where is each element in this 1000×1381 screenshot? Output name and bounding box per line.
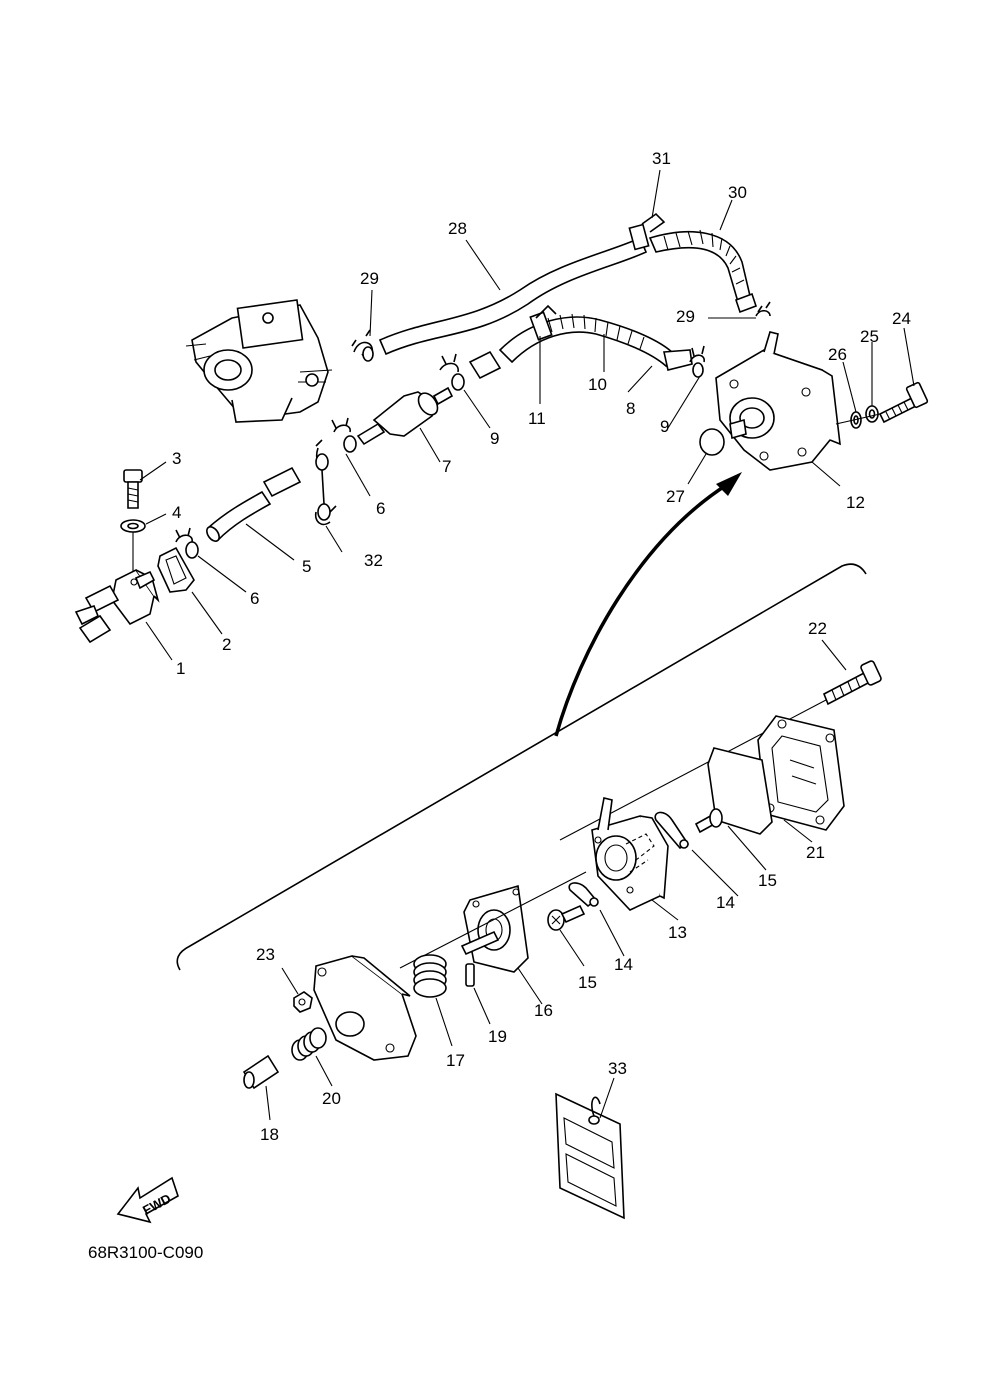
clip-29-left	[351, 329, 374, 362]
callout-26: 26	[828, 345, 847, 364]
callout-29-left: 29	[360, 269, 379, 288]
clip-9-left	[439, 353, 465, 391]
hose-28	[378, 236, 648, 356]
callout-3: 3	[172, 449, 181, 468]
callout-18: 18	[260, 1125, 279, 1144]
callout-1: 1	[176, 659, 185, 678]
callout-13: 13	[668, 923, 687, 942]
clip-32	[314, 439, 337, 526]
callout-11: 11	[528, 409, 546, 428]
hose-10	[468, 313, 693, 380]
washer-4	[120, 519, 146, 533]
valve-14-upper	[654, 811, 690, 849]
callout-23: 23	[256, 945, 275, 964]
gasket-2	[157, 546, 195, 593]
clip-6-upper	[331, 417, 357, 453]
callout-12: 12	[846, 493, 865, 512]
diaphragm-16	[460, 884, 529, 973]
callout-30: 30	[728, 183, 747, 202]
label-card-33	[555, 1092, 625, 1220]
callout-6-upper: 6	[376, 499, 385, 518]
detail-arrow	[554, 472, 742, 737]
callout-15-lower: 15	[578, 973, 597, 992]
clip-29-right	[755, 301, 771, 317]
callout-24: 24	[892, 309, 911, 328]
washer-25	[865, 405, 879, 423]
callout-2: 2	[222, 635, 231, 654]
nut-23	[293, 991, 313, 1013]
diaphragm-plate	[707, 747, 773, 835]
callout-25: 25	[860, 327, 879, 346]
callout-6-lower: 6	[250, 589, 259, 608]
pump-body-13	[591, 797, 669, 911]
callout-15-upper: 15	[758, 871, 777, 890]
hose-30	[648, 229, 758, 314]
callout-21: 21	[806, 843, 825, 862]
callout-31: 31	[652, 149, 671, 168]
bolt-24	[878, 381, 929, 424]
callout-16: 16	[534, 1001, 553, 1020]
callout-9-right: 9	[660, 417, 669, 436]
callout-33: 33	[608, 1059, 627, 1078]
callout-14-lower: 14	[614, 955, 633, 974]
callout-9-left: 9	[490, 429, 499, 448]
hose-5	[206, 466, 302, 542]
pin-19	[465, 963, 475, 987]
callout-17: 17	[446, 1051, 465, 1070]
spring-20	[291, 1027, 327, 1061]
callout-4: 4	[172, 503, 181, 522]
fuel-pump-12	[715, 331, 841, 471]
cover-21	[757, 715, 845, 831]
diagram-code: 68R3100-C090	[88, 1243, 203, 1262]
clip-31	[628, 212, 666, 251]
callout-22: 22	[808, 619, 827, 638]
callout-19: 19	[488, 1027, 507, 1046]
pump-lower-body	[313, 955, 417, 1061]
callout-5: 5	[302, 557, 311, 576]
callout-20: 20	[322, 1089, 341, 1108]
callout-8: 8	[626, 399, 635, 418]
fwd-arrow-icon	[116, 1176, 179, 1224]
callout-27: 27	[666, 487, 685, 506]
screw-15-upper	[694, 808, 723, 834]
clip-11	[529, 304, 557, 341]
screw-3	[123, 469, 143, 509]
callout-labels: 1 2 3 4 5 6 6 7 8 9 9 10 11 12 13 14 14 …	[172, 149, 911, 1144]
divider-line	[176, 563, 867, 971]
callout-7: 7	[442, 457, 451, 476]
callout-14-upper: 14	[716, 893, 735, 912]
clip-9-right	[689, 345, 705, 378]
carburetor-drawing	[185, 299, 333, 423]
o-ring-27	[699, 428, 725, 456]
leader-lines	[139, 169, 915, 1121]
valve-14-lower	[568, 882, 599, 908]
plunger-18	[242, 1054, 280, 1090]
callout-10: 10	[588, 375, 607, 394]
clip-6-lower	[175, 527, 199, 559]
callout-32: 32	[364, 551, 383, 570]
fuel-joint-1	[74, 568, 160, 644]
spring-17	[413, 954, 447, 998]
callout-29-right: 29	[676, 307, 695, 326]
fuel-filter-7	[356, 386, 454, 446]
screw-15-lower	[547, 904, 586, 931]
screw-22	[822, 660, 882, 706]
callout-28: 28	[448, 219, 467, 238]
